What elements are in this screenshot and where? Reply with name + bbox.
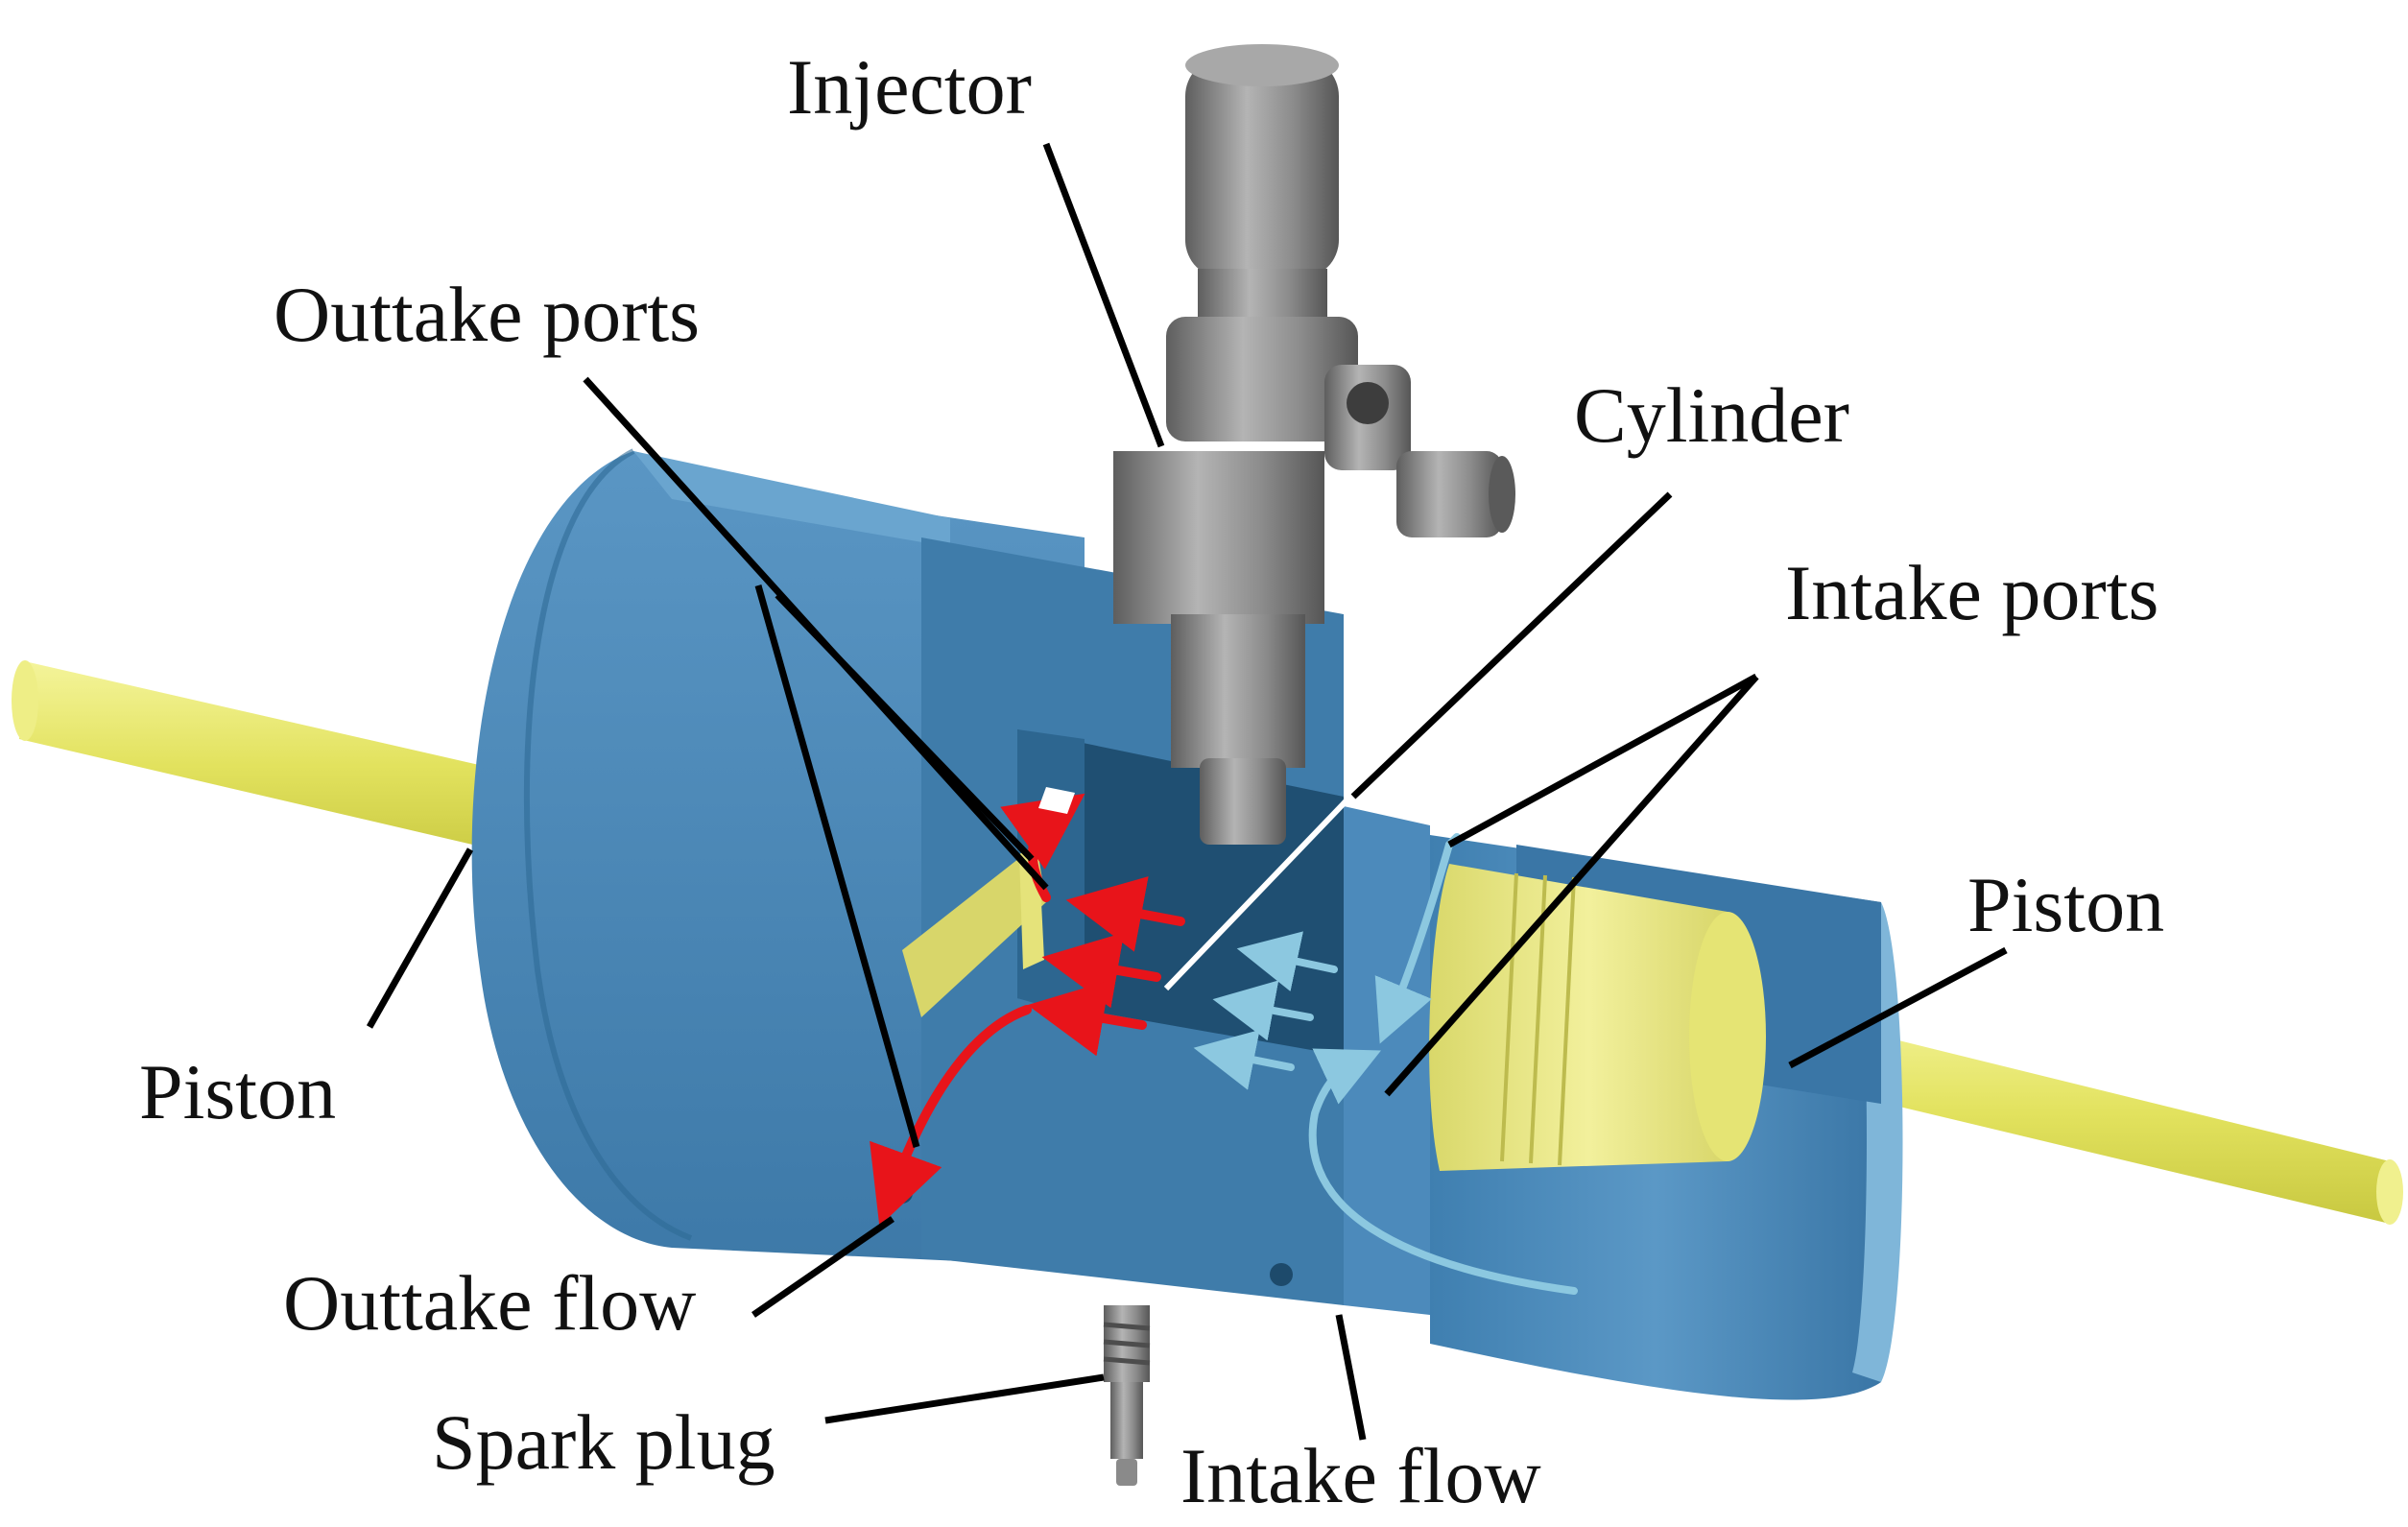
label-piston-right: Piston (1967, 861, 2164, 948)
labels: Injector Outtake ports Cylinder Intake p… (139, 43, 2164, 1519)
right-piston (1429, 864, 1766, 1171)
left-piston-rod (12, 660, 576, 869)
intake-ports-leader-1 (1447, 673, 1758, 848)
piston-left-leader (366, 847, 474, 1029)
label-outtake-flow: Outtake flow (283, 1259, 696, 1347)
label-piston-left: Piston (139, 1048, 336, 1135)
outtake-ports-leader-3 (775, 592, 1035, 862)
cylinder-leader-inner (1163, 796, 1351, 991)
label-intake-ports: Intake ports (1785, 549, 2158, 636)
label-injector: Injector (787, 43, 1032, 131)
label-cylinder: Cylinder (1574, 371, 1849, 459)
intake-flow-leader (1335, 1314, 1367, 1441)
outtake-ports-leader-2 (754, 585, 920, 1148)
outtake-flow-leader (751, 1216, 894, 1318)
outtake-port-opening (1038, 787, 1075, 814)
injector-body (1113, 44, 1515, 845)
leader-lines (366, 142, 2008, 1441)
right-piston-rod (1747, 1003, 2403, 1225)
injector-leader (1042, 142, 1165, 448)
label-outtake-ports: Outtake ports (274, 271, 700, 358)
piston-right-leader (1788, 946, 2008, 1069)
outtake-flow-arrows (870, 793, 1185, 1227)
spark-plug-leader (824, 1373, 1105, 1424)
cylinder-leader (1350, 491, 1673, 799)
label-spark-plug: Spark plug (432, 1398, 775, 1486)
label-intake-flow: Intake flow (1180, 1432, 1541, 1519)
intake-ports-leader-2 (1384, 674, 1759, 1097)
spark-plug (1103, 1305, 1151, 1486)
